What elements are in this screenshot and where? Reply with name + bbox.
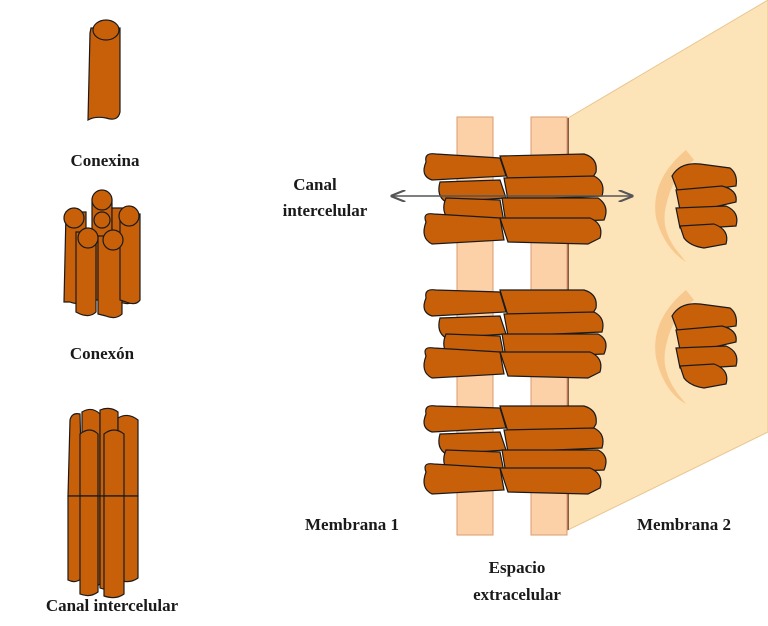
channel-stack-bottom [424,406,606,494]
espacio-label-line1: Espacio [489,558,546,577]
canal-label-line1: Canal [293,175,337,194]
conexina-label: Conexina [71,151,140,170]
membrana-2-label: Membrana 2 [637,515,731,534]
espacio-label-line2: extracelular [473,585,561,604]
canal-intercelular-figure [68,408,138,597]
conexon-figure [64,190,140,318]
channel-stack-middle [424,290,606,378]
conexon-label: Conexón [70,344,135,363]
membrana-1-label: Membrana 1 [305,515,399,534]
conexina-figure [88,20,120,120]
canal-intercelular-left-label: Canal intercelular [46,596,179,615]
canal-label-line2: intercelular [283,201,368,220]
channel-stack-top [424,154,606,244]
